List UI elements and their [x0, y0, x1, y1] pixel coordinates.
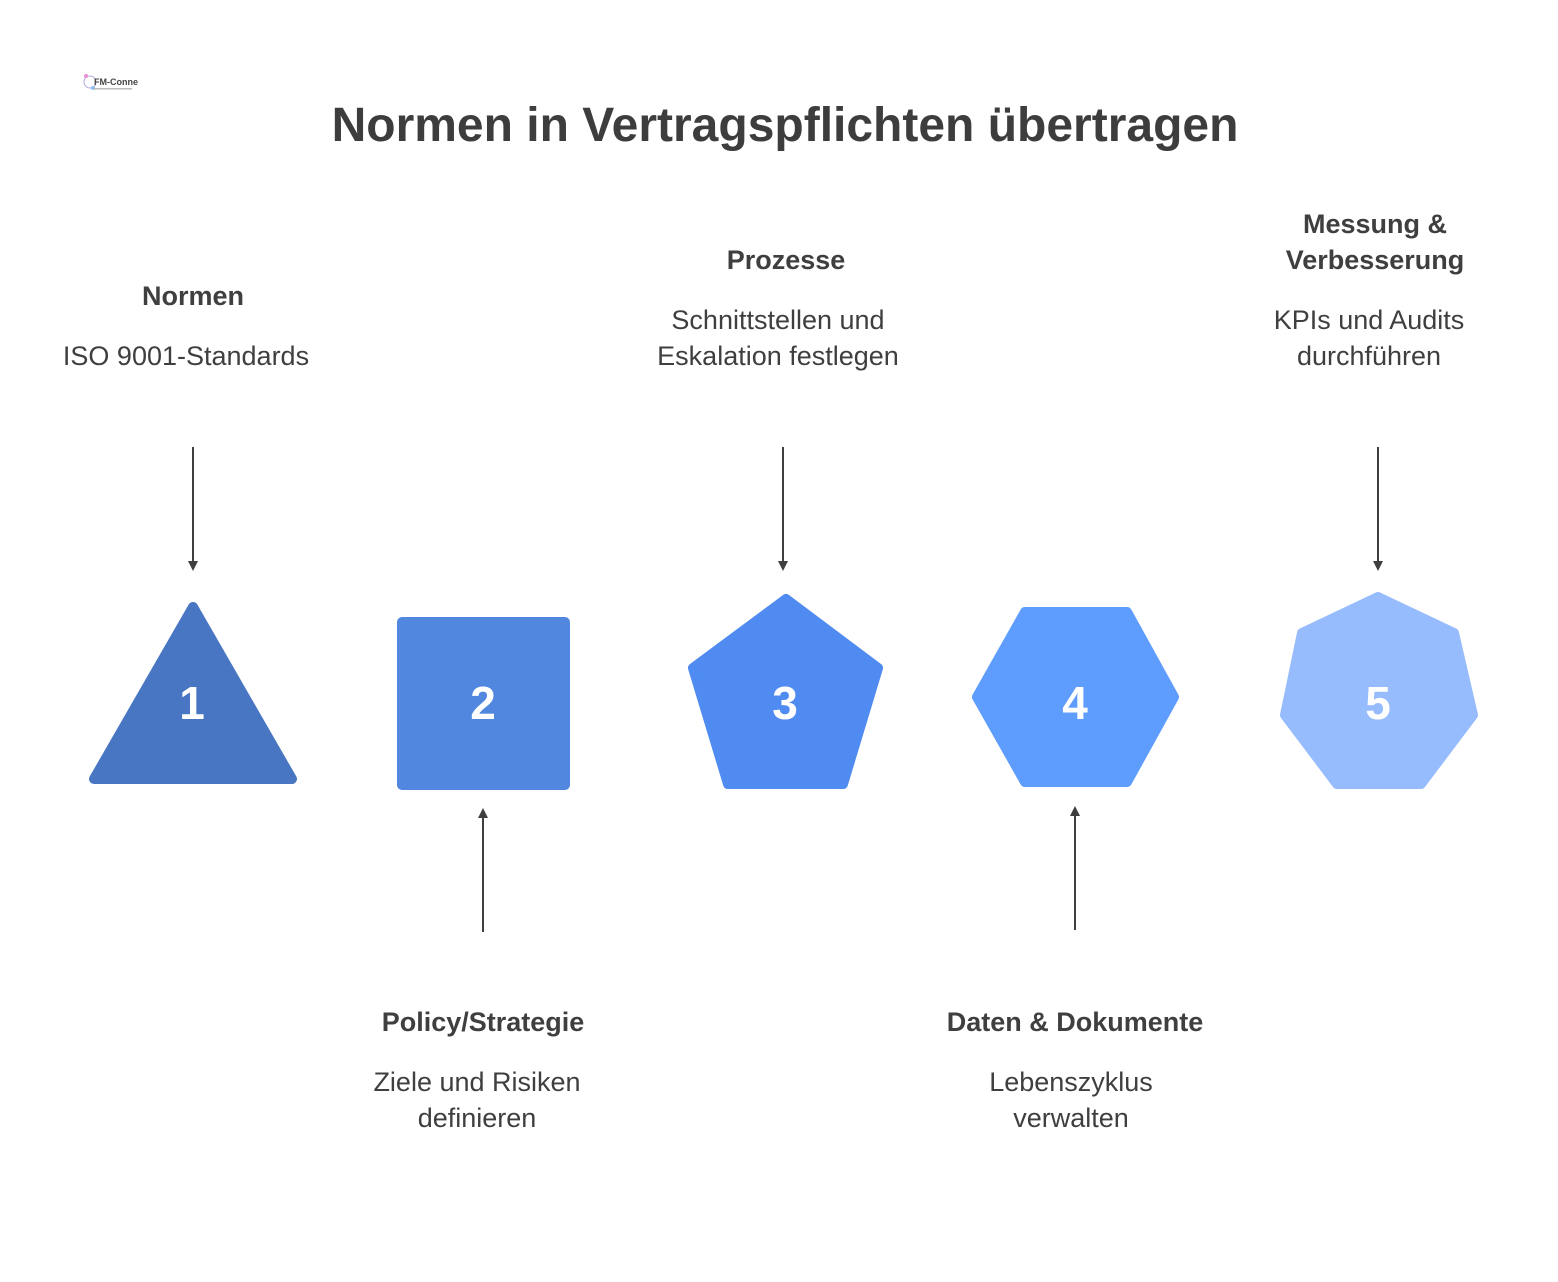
step-number-5: 5 [1365, 677, 1391, 729]
step-description: Schnittstellen und Eskalation festlegen [657, 305, 899, 371]
pentagon-shape-3 [688, 594, 883, 789]
step-heading: Prozesse [726, 245, 846, 275]
step-heading: Messung & Verbesserung [1285, 209, 1465, 275]
step-heading: Policy/Strategie [381, 1007, 585, 1037]
page-title: Normen in Vertragspflichten übertragen [331, 99, 1239, 152]
step-number-1: 1 [179, 677, 205, 729]
step-label-3: Prozesse Schnittstellen und Eskalation f… [616, 242, 956, 374]
step-label-2: Policy/Strategie Ziele und Risiken defin… [313, 1004, 653, 1136]
step-description: Lebenszyklus verwalten [989, 1067, 1153, 1133]
step-description: KPIs und Audits durchführen [1273, 305, 1465, 371]
triangle-shape-1 [89, 602, 297, 784]
step-number-3: 3 [772, 677, 798, 729]
step-description: Ziele und Risiken definieren [373, 1067, 581, 1133]
square-shape-2 [397, 617, 570, 790]
step-label-4: Daten & Dokumente Lebenszyklus verwalten [905, 1004, 1245, 1136]
fm-connect-logo: FM-Connect [78, 70, 146, 96]
heptagon-shape-5 [1280, 592, 1478, 789]
step-heading: Normen [141, 281, 244, 311]
step-number-4: 4 [1062, 677, 1088, 729]
step-number-2: 2 [470, 677, 496, 729]
svg-text:FM-Connect: FM-Connect [94, 77, 138, 87]
step-description: ISO 9001-Standards [62, 341, 310, 371]
step-label-1: Normen ISO 9001-Standards [23, 278, 363, 374]
step-heading: Daten & Dokumente [946, 1007, 1204, 1037]
step-label-5: Messung & Verbesserung KPIs und Audits d… [1265, 206, 1485, 374]
hexagon-shape-4 [972, 607, 1179, 787]
